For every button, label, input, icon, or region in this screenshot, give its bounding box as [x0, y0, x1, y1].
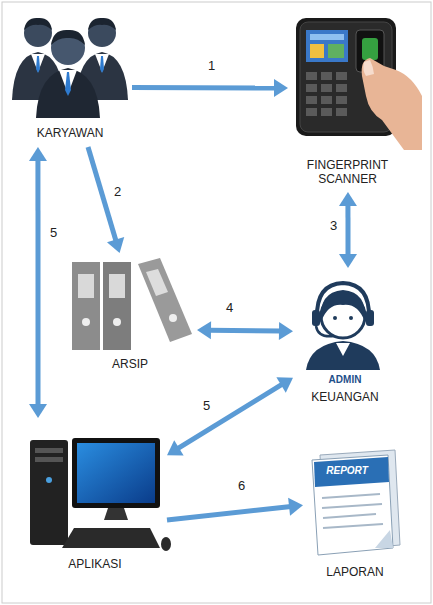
- arrowhead: [29, 147, 47, 161]
- flow-arrow: [167, 377, 293, 455]
- step-number: 5: [50, 225, 57, 240]
- arrow-line: [88, 147, 116, 242]
- archive-binders-icon: [72, 258, 192, 350]
- report-node: REPORT LAPORAN: [305, 445, 405, 585]
- node-label: FINGERPRINT SCANNER: [296, 158, 400, 186]
- node-label: ARSIP: [112, 357, 148, 371]
- arrowhead: [274, 79, 288, 97]
- arrowhead: [339, 254, 357, 268]
- employees-icon: [12, 18, 128, 118]
- flow-arrow: [132, 79, 288, 97]
- archive-node: ARSIP: [65, 255, 195, 375]
- flow-arrow: [88, 147, 124, 253]
- arrowhead: [276, 377, 293, 392]
- node-label: ADMIN: [329, 373, 362, 387]
- admin-node: ADMIN KEUANGAN: [295, 270, 395, 408]
- scanner-node: FINGERPRINT SCANNER: [290, 15, 405, 190]
- flow-arrow: [167, 498, 303, 520]
- step-number: 6: [238, 478, 245, 493]
- arrowhead: [197, 321, 211, 339]
- flow-arrow: [29, 147, 47, 418]
- flow-arrow: [197, 321, 293, 340]
- node-label: KEUANGAN: [311, 390, 378, 404]
- arrowhead: [288, 498, 303, 516]
- node-label: LAPORAN: [326, 565, 383, 579]
- arrowhead: [167, 440, 184, 455]
- step-number: 4: [226, 300, 233, 315]
- arrowhead: [107, 237, 124, 253]
- arrow-line: [345, 204, 350, 256]
- admin-headset-icon: [306, 283, 380, 370]
- employee-node: KARYAWAN: [10, 5, 130, 145]
- arrowhead: [279, 322, 293, 340]
- arrow-line: [177, 384, 283, 449]
- application-node: APLIKASI: [25, 420, 165, 580]
- step-number: 1: [208, 58, 215, 73]
- arrow-line: [132, 85, 276, 90]
- node-label: REPORT: [326, 464, 368, 478]
- node-label: APLIKASI: [68, 557, 121, 571]
- step-number: 2: [114, 184, 121, 199]
- computer-icon: [30, 438, 171, 551]
- arrowhead: [29, 404, 47, 418]
- arrow-line: [209, 328, 281, 334]
- arrow-line: [35, 159, 40, 406]
- node-label: KARYAWAN: [37, 126, 104, 140]
- fingerprint-scanner-icon: [296, 18, 422, 150]
- arrowhead: [339, 192, 357, 206]
- flow-arrow: [339, 192, 357, 268]
- step-number: 3: [330, 218, 337, 233]
- arrow-line: [167, 506, 291, 520]
- report-document-icon: [312, 450, 400, 555]
- step-number: 5: [203, 398, 210, 413]
